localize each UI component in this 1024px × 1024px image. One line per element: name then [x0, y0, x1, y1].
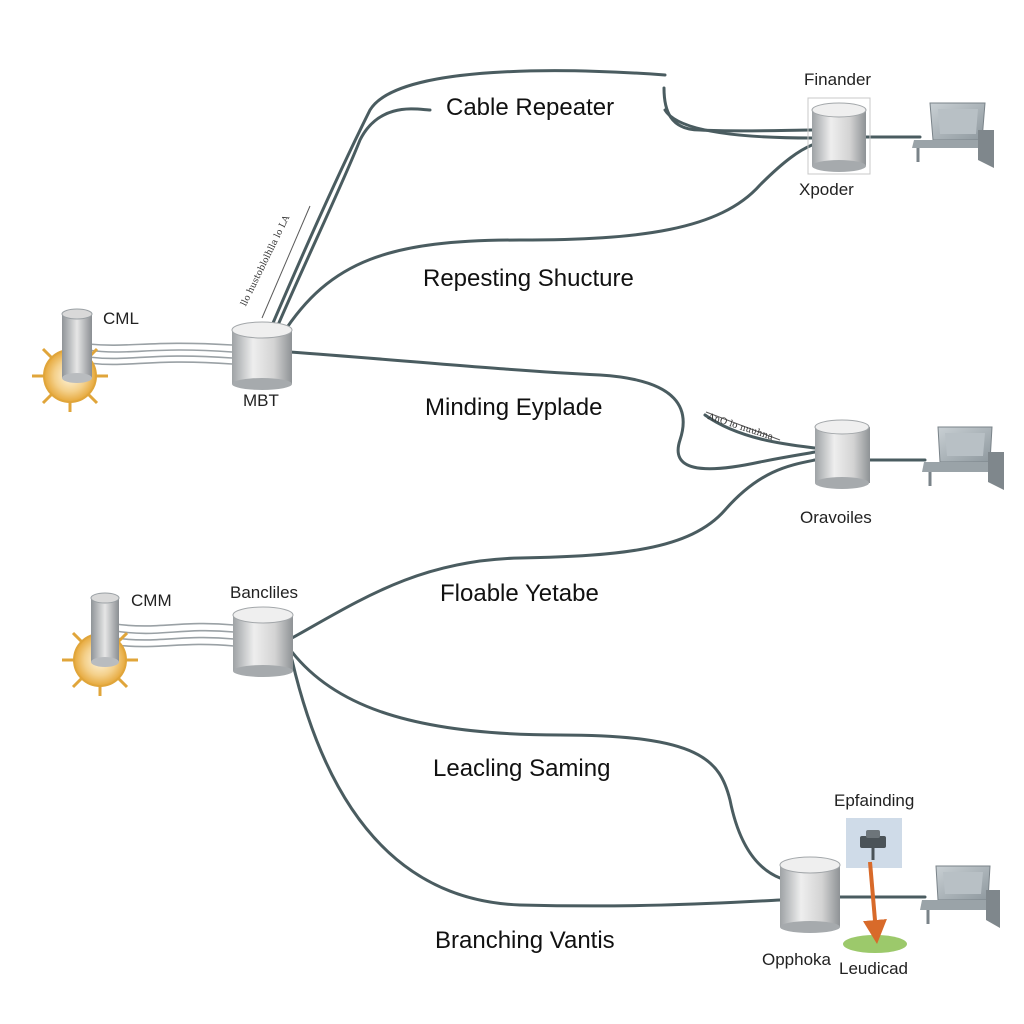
ground-patch-icon — [843, 935, 907, 953]
bundle-cml-2 — [87, 349, 233, 353]
label-repesting-shucture: Repesting Shucture — [423, 265, 634, 292]
label-cml: CML — [103, 309, 139, 328]
cable-floable — [290, 458, 817, 640]
cable-spool-icon — [90, 592, 120, 667]
label-cmm: CMM — [131, 591, 172, 610]
antenna-device-icon — [846, 818, 902, 868]
cable-lines — [268, 69, 927, 908]
label-cable-repeater: Cable Repeater — [446, 94, 615, 121]
label-opphoka: Opphoka — [762, 950, 831, 969]
cable-minding-upper — [288, 350, 817, 471]
signal-arrow — [863, 861, 887, 944]
label-floable-yetabe: Floable Yetabe — [440, 580, 599, 607]
label-minding-eyplade: Minding Eyplade — [425, 394, 603, 421]
label-branching-vantis: Branching Vantis — [435, 927, 615, 954]
laptop-terminal-icon — [920, 865, 1000, 928]
cable-mbt-to-finander-outer — [268, 69, 667, 332]
cable-minding-lower — [703, 413, 817, 450]
cable-spool-icon — [61, 308, 93, 383]
cylinder-repeater-icon — [779, 856, 841, 933]
cylinder-repeater-icon — [814, 419, 870, 489]
label-epfainding: Epfainding — [834, 791, 915, 810]
bundle-cml-1 — [87, 342, 233, 346]
cable-finander-branch — [663, 108, 814, 140]
bundle-cmm-3 — [114, 636, 235, 641]
bundle-cmm-4 — [114, 643, 235, 648]
cable-repesting-upper — [280, 143, 814, 337]
bundle-cml-4 — [87, 361, 233, 366]
label-bancliles: Bancliles — [230, 583, 299, 602]
cylinder-repeater-icon — [807, 97, 871, 175]
laptop-terminal-icon — [912, 102, 994, 168]
annotation-leaders — [261, 205, 781, 441]
bundle-cml-3 — [87, 355, 233, 360]
label-leudicad: Leudicad — [839, 959, 909, 978]
laptop-terminal-icon — [922, 426, 1004, 490]
cable-mbt-to-finander-inner — [273, 107, 432, 334]
label-xpoder: Xpoder — [799, 180, 854, 199]
cable-bundles — [87, 342, 235, 648]
label-finander: Finander — [804, 70, 872, 89]
cylinder-repeater-icon — [231, 321, 293, 390]
label-mbt: MBT — [243, 391, 279, 410]
cable-branching — [290, 658, 782, 908]
label-oravoiles: Oravoiles — [800, 508, 872, 527]
cylinder-repeater-icon — [232, 606, 294, 677]
label-leacling-saming: Leacling Saming — [433, 755, 611, 782]
bundle-cmm-2 — [114, 629, 235, 635]
bundle-cmm-1 — [114, 622, 235, 627]
cable-leacling — [290, 650, 782, 880]
